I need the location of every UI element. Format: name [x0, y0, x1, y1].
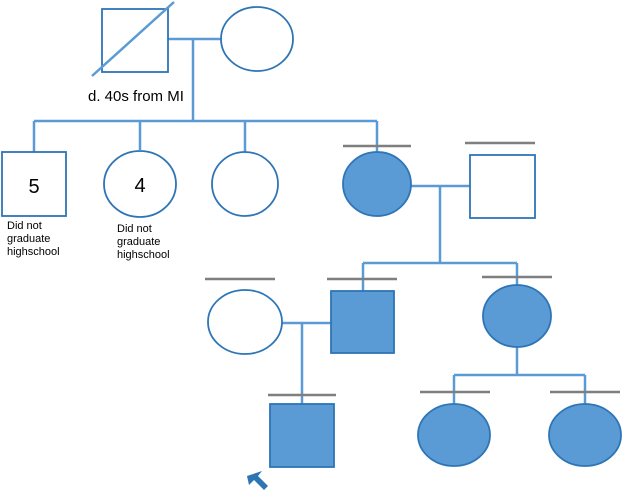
arrow-icon [247, 471, 268, 490]
daughter-affected [482, 284, 552, 348]
sisters-note-line3: highschool [117, 249, 170, 261]
granddaughter-2-affected [548, 403, 622, 467]
brothers-note-line1: Did not [7, 220, 42, 232]
sisters-note-line1: Did not [117, 223, 152, 235]
grandfather [91, 1, 175, 77]
father [469, 154, 536, 219]
sisters-group [103, 150, 177, 218]
brothers-note-line2: graduate [7, 233, 50, 245]
grandmother [220, 6, 294, 72]
proband-affected [269, 403, 335, 468]
son-affected [330, 290, 395, 354]
brothers-group [1, 151, 67, 217]
aunt [211, 151, 279, 217]
grandfather-death-label: d. 40s from MI [88, 88, 184, 105]
brothers-note-line3: highschool [7, 246, 60, 258]
brothers-count: 5 [28, 176, 39, 198]
examined-bars [205, 141, 620, 397]
sisters-note-line2: graduate [117, 236, 160, 248]
spouse-female [207, 289, 283, 355]
granddaughter-1-affected [417, 403, 491, 467]
pedigree-lines [32, 37, 587, 404]
sisters-count: 4 [134, 175, 145, 197]
mother-affected [342, 151, 412, 217]
